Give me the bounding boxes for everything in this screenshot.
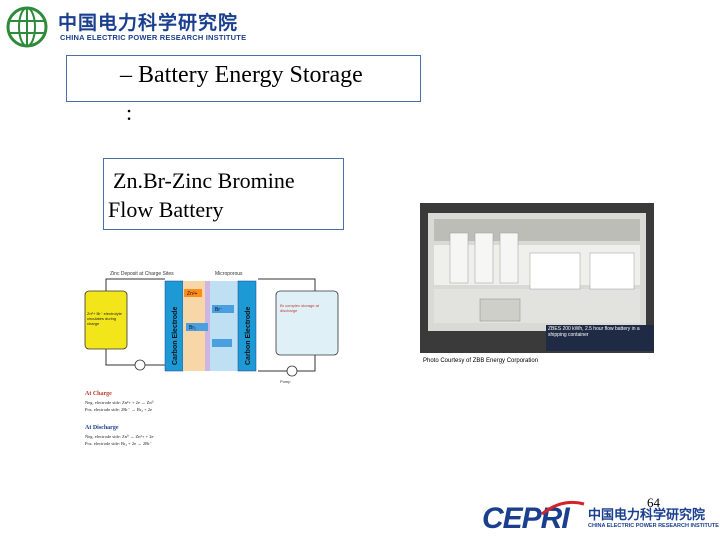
ion-br2-label: Br₂: [189, 325, 196, 331]
right-electrode-label: Carbon Electrode: [245, 307, 252, 365]
right-tank-text: Br complex storage at discharge: [280, 303, 319, 313]
ion-zn-label: Zn²+: [187, 291, 198, 297]
right-pump-icon: [286, 365, 298, 377]
subtitle-box: [103, 158, 344, 230]
znbr-flow-battery-diagram: Zinc Deposit at Charge Sites Microporous…: [80, 267, 343, 455]
ion-br-label: Br⁻: [215, 307, 223, 313]
at-charge-heading: At Charge: [85, 391, 112, 397]
discharge-reaction-1: Neg. electrode side: Zn⁰ → Zn²+ + 2e: [85, 434, 153, 439]
footer-org-name-cn: 中国电力科学研究院: [588, 508, 706, 523]
at-discharge-heading: At Discharge: [85, 425, 119, 431]
slide-title-colon: :: [126, 100, 133, 125]
cepri-swoosh-icon: [541, 500, 585, 516]
subtitle-line-1: Zn.Br-Zinc Bromine: [113, 168, 295, 193]
footer-org-name-en: CHINA ELECTRIC POWER RESEARCH INSTITUTE: [588, 523, 719, 529]
header-logo: 中国电力科学研究院 CHINA ELECTRIC POWER RESEARCH …: [6, 6, 246, 48]
right-electrolyte-tank: [275, 290, 339, 356]
photo-caption: ZBES 200 kWh, 2.5 hour flow battery in a…: [548, 326, 640, 338]
photo-credit: Photo Courtesy of ZBB Energy Corporation: [423, 358, 538, 364]
left-electrode-label: Carbon Electrode: [172, 307, 179, 365]
diagram-label-top-left: Zinc Deposit at Charge Sites: [110, 271, 174, 277]
footer-logo: CEPRI 中国电力科学研究院 CHINA ELECTRIC POWER RES…: [482, 500, 719, 535]
subtitle-line-2: Flow Battery: [108, 197, 224, 222]
left-tank-text: Zn²+ Br⁻ electrolyte circulates during c…: [87, 311, 122, 326]
header-org-name-cn: 中国电力科学研究院: [58, 12, 239, 34]
title-box: [66, 55, 421, 102]
page-number: 64: [647, 495, 660, 510]
discharge-reaction-2: Pos. electrode side: Br₂ + 2e → 2Br⁻: [85, 441, 153, 446]
slide-title: – Battery Energy Storage: [120, 62, 363, 88]
state-grid-emblem-icon: [6, 6, 48, 48]
charge-reaction-1: Neg. electrode side: Zn²+ + 2e → Zn⁰: [85, 400, 154, 405]
header-org-name-en: CHINA ELECTRIC POWER RESEARCH INSTITUTE: [60, 33, 247, 42]
left-pump-icon: [134, 359, 146, 371]
charge-reaction-2: Pos. electrode side: 2Br⁻ → Br₂ + 2e: [85, 407, 152, 412]
pump-label: Pump: [280, 379, 291, 384]
right-carbon-electrode: [237, 280, 257, 372]
diagram-label-top-right: Microporous: [215, 271, 243, 277]
battery-container-photo: ZBES 200 kWh, 2.5 hour flow battery in a…: [420, 203, 654, 365]
